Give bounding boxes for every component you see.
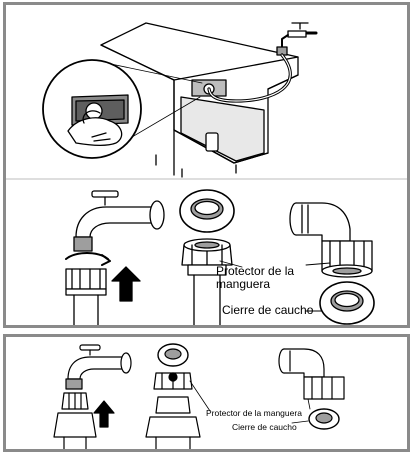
hose-protector-label-line2: manguera — [216, 277, 270, 291]
bottom-panel: Protector de la manguera Cierre de cauch… — [3, 334, 410, 452]
up-arrow-icon — [112, 267, 140, 301]
hose-connector-illustration — [66, 253, 110, 325]
rubber-seal-bottom-label: Cierre de caucho — [232, 423, 297, 432]
faucet-bottom-illustration — [54, 345, 131, 449]
seal-ring-bottom-right-illustration — [309, 409, 339, 429]
faucet-illustration — [74, 191, 164, 251]
wall-tap-illustration — [277, 23, 316, 55]
seal-ring-right-illustration — [320, 282, 374, 324]
seal-ring-bottom-illustration — [158, 344, 188, 366]
top-panel: Protector de la manguera Cierre de cauch… — [3, 2, 410, 328]
hose-protector-bottom-label: Protector de la manguera — [206, 409, 302, 418]
elbow-connector-bottom-illustration — [279, 349, 344, 399]
bottom-diagram — [6, 337, 407, 449]
seal-ring-illustration — [180, 190, 234, 232]
hose-protector-label: Protector de la manguera — [216, 265, 294, 290]
elbow-connector-illustration — [290, 203, 372, 277]
top-diagram — [6, 5, 407, 325]
rubber-seal-label: Cierre de caucho — [222, 304, 313, 317]
up-arrow-bottom-icon — [94, 401, 114, 427]
